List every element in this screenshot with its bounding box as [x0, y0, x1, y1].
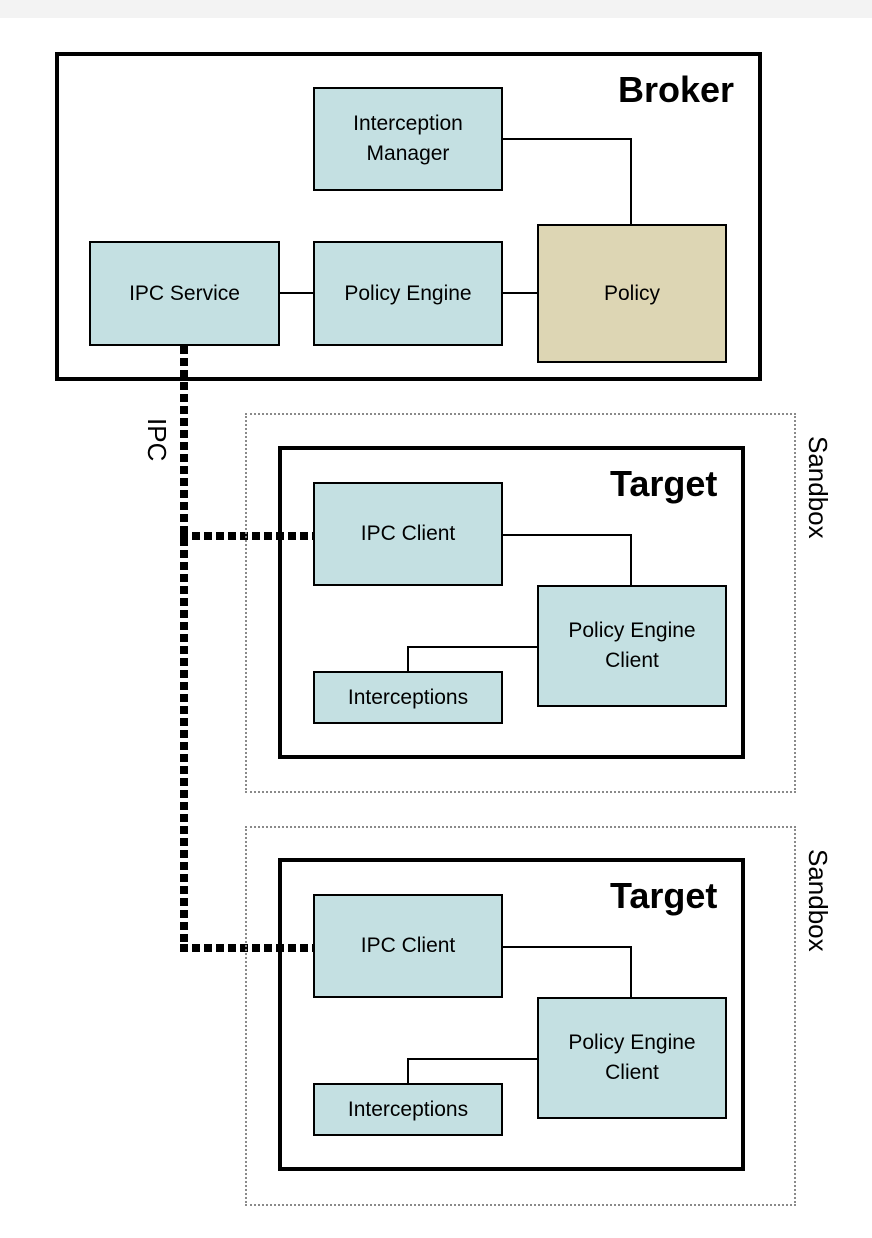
broker-title: Broker — [618, 69, 735, 110]
policy-engine-client-1-box: Policy Engine Client — [537, 585, 727, 707]
ipc-channel-vertical — [180, 346, 188, 952]
connector-ipcservice-engine — [280, 292, 313, 294]
target-2-title: Target — [610, 875, 718, 916]
connector-interceptions1-v — [407, 646, 409, 671]
target-2-frame — [278, 858, 745, 1171]
connector-engine-policy — [503, 292, 537, 294]
connector-manager-policy-h — [503, 138, 632, 140]
target-1-frame — [278, 446, 745, 759]
policy-box: Policy — [537, 224, 727, 363]
connector-interceptions2-h — [407, 1058, 537, 1060]
top-bar — [0, 0, 872, 18]
connector-interceptions2-v — [407, 1058, 409, 1083]
connector-client1-engineclient-v — [630, 534, 632, 585]
interceptions-2-box: Interceptions — [313, 1083, 503, 1136]
sandbox-2 — [245, 826, 796, 1206]
ipc-label: IPC — [142, 418, 172, 462]
connector-client2-engineclient-v — [630, 946, 632, 997]
sandbox-1 — [245, 413, 796, 793]
connector-manager-policy-v — [630, 138, 632, 224]
interception-manager-box: Interception Manager — [313, 87, 503, 191]
ipc-service-box: IPC Service — [89, 241, 280, 346]
sandbox-2-label: Sandbox — [803, 849, 833, 952]
policy-engine-client-2-box: Policy Engine Client — [537, 997, 727, 1119]
ipc-client-1-box: IPC Client — [313, 482, 503, 586]
target-1-title: Target — [610, 463, 718, 504]
policy-engine-box: Policy Engine — [313, 241, 503, 346]
connector-client1-engineclient-h — [503, 534, 632, 536]
connector-interceptions1-h — [407, 646, 537, 648]
sandbox-1-label: Sandbox — [803, 436, 833, 539]
interceptions-1-box: Interceptions — [313, 671, 503, 724]
broker-frame — [55, 52, 762, 381]
ipc-client-2-box: IPC Client — [313, 894, 503, 998]
connector-client2-engineclient-h — [503, 946, 632, 948]
